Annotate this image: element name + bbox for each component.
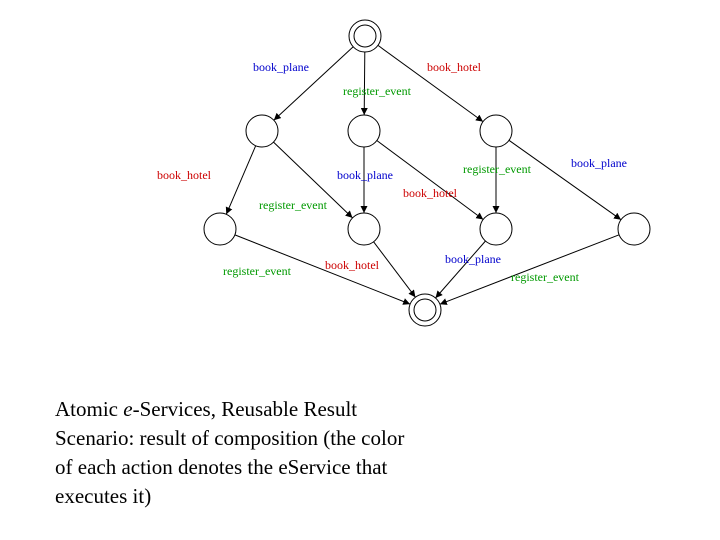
- caption: Atomic e-Services, Reusable Result Scena…: [55, 395, 415, 511]
- edge-label-book-plane: book_plane: [571, 156, 627, 170]
- edge-a-e: [273, 141, 353, 219]
- state-b: [347, 114, 381, 148]
- edge-start-a: [273, 46, 354, 121]
- composition-diagram: book_plane register_event book_hotel book_h…: [157, 19, 651, 327]
- state-d: [203, 212, 237, 246]
- caption-italic: e: [123, 397, 133, 421]
- edge-label-book-plane: book_plane: [445, 252, 501, 266]
- edge-label-register-event: register_event: [343, 84, 412, 98]
- edge-g-end: [439, 234, 620, 305]
- edge-start-c: [377, 44, 484, 123]
- edge-label-book-hotel: book_hotel: [157, 168, 212, 182]
- edge-d-end: [234, 234, 411, 305]
- state-c: [479, 114, 513, 148]
- edge-label-register-event: register_event: [223, 264, 292, 278]
- edge-a-d: [225, 145, 257, 215]
- edge-label-register-event: register_event: [511, 270, 580, 284]
- edge-label-book-hotel: book_hotel: [403, 186, 458, 200]
- state-f: [479, 212, 513, 246]
- edge-label-book-plane: book_plane: [253, 60, 309, 74]
- edge-f-end: [435, 240, 486, 299]
- edge-label-book-plane: book_plane: [337, 168, 393, 182]
- edge-e-end: [373, 241, 416, 298]
- edge-label-book-hotel: book_hotel: [325, 258, 380, 272]
- edge-start-b: [360, 51, 368, 116]
- edge-label-register-event: register_event: [259, 198, 328, 212]
- final-state-end: [408, 293, 442, 327]
- state-e: [347, 212, 381, 246]
- edge-b-f: [376, 140, 484, 220]
- state-g: [617, 212, 651, 246]
- state-a: [245, 114, 279, 148]
- edge-label-book-hotel: book_hotel: [427, 60, 482, 74]
- final-state-start: [348, 19, 382, 53]
- caption-rest: -Services, Reusable Result Scenario: res…: [55, 397, 405, 508]
- caption-prefix: Atomic: [55, 397, 124, 421]
- edge-c-g: [508, 139, 622, 221]
- edge-label-register-event: register_event: [463, 162, 532, 176]
